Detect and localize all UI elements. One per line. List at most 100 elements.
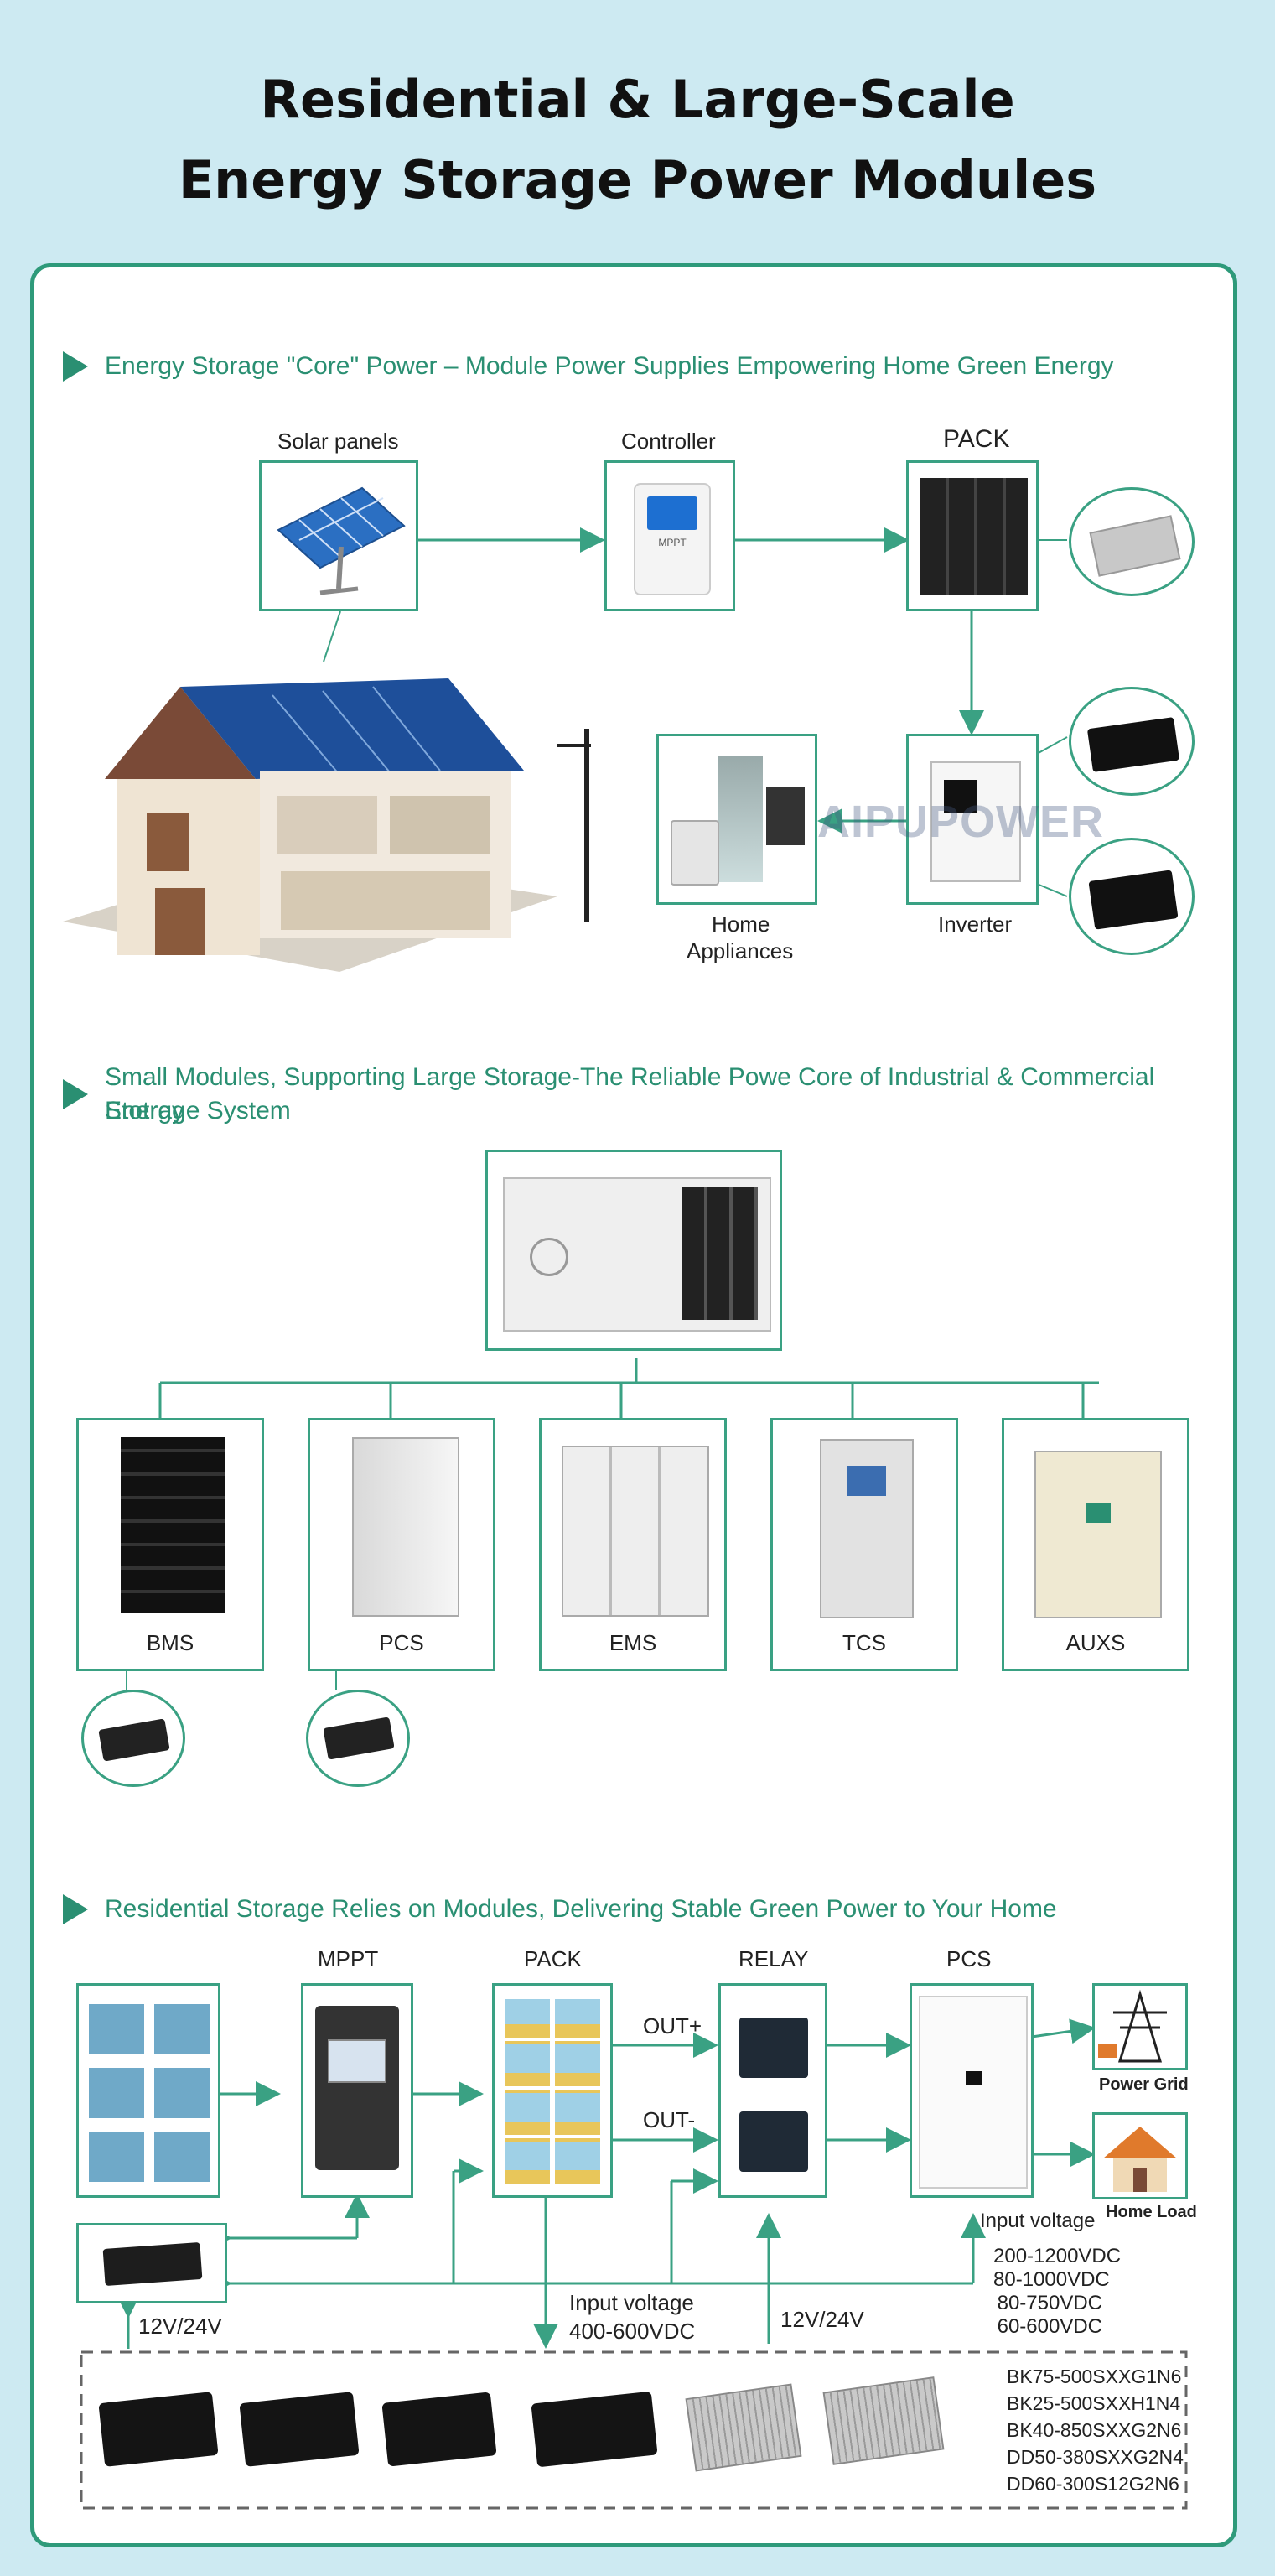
pcs-voltage-1: 200-1200VDC <box>993 2245 1122 2267</box>
pack-input-voltage-label: Input voltage <box>569 2290 694 2315</box>
auxiliary-module-icon <box>102 2242 203 2286</box>
solar-array-icon <box>89 2001 210 2182</box>
container-system-box <box>485 1150 782 1351</box>
mppt-label: MPPT <box>318 1946 379 1971</box>
solar-array-box <box>76 1983 220 2198</box>
controller-label: Controller <box>621 428 716 454</box>
pack-battery-box <box>492 1983 613 2198</box>
unit-label-ems: EMS <box>609 1630 657 1655</box>
unit-box-ems: EMS <box>539 1418 727 1671</box>
power-grid-tower-icon <box>1098 1989 1167 2063</box>
house-illustration <box>63 678 591 972</box>
solar-panel-icon <box>277 486 406 595</box>
model-3: BK40-850SXXG2N6 <box>1007 2419 1182 2441</box>
connector-lines <box>80 527 1188 2510</box>
pcs-inverter-box <box>910 1983 1034 2198</box>
relay-box <box>718 1983 827 2198</box>
section3-heading: Residential Storage Relies on Modules, D… <box>105 1895 1057 1923</box>
pcs-input-voltage-label: Input voltage <box>980 2210 1096 2232</box>
ems-cabinet-icon <box>562 1446 709 1617</box>
unit-label-auxs: AUXS <box>1065 1630 1126 1655</box>
pcs-cabinet-icon <box>352 1437 459 1617</box>
section1-heading: Energy Storage "Core" Power – Module Pow… <box>105 352 1114 380</box>
inverter-label: Inverter <box>938 911 1013 937</box>
power-module-circle-1 <box>1069 487 1195 596</box>
controller-box: MPPT <box>604 460 735 611</box>
page-title-line1: Residential & Large-Scale <box>260 69 1015 130</box>
bms-cabinet-icon <box>121 1437 225 1613</box>
inverter-device-icon <box>930 761 1021 882</box>
solar-panels-label: Solar panels <box>277 428 399 454</box>
model-5: DD60-300S12G2N6 <box>1007 2473 1179 2495</box>
unit-box-bms: BMS <box>76 1418 264 1671</box>
mppt-device-icon <box>315 2006 399 2170</box>
unit-label-tcs: TCS <box>842 1630 886 1655</box>
section2-heading-line1: Small Modules, Supporting Large Storage-… <box>105 1063 1155 1124</box>
washer-icon <box>671 820 719 886</box>
power-grid-label: Power Grid <box>1099 2075 1189 2094</box>
mppt-box <box>301 1983 413 2198</box>
home-appliances-label-2: Appliances <box>687 938 794 963</box>
relay-top-icon <box>739 2018 808 2078</box>
model-2: BK25-500SXXH1N4 <box>1007 2392 1181 2414</box>
content-panel: Energy Storage "Core" Power – Module Pow… <box>30 263 1237 2547</box>
module-product-2 <box>239 2392 360 2467</box>
module-product-1 <box>98 2392 219 2467</box>
relay-label: RELAY <box>739 1946 809 1971</box>
module-product-4 <box>531 2391 658 2468</box>
pack-label: PACK <box>943 425 1010 453</box>
black-module-icon <box>1086 717 1180 772</box>
solar-panels-box <box>259 460 418 611</box>
model-1: BK75-500SXXG1N6 <box>1007 2366 1182 2387</box>
pcs-voltage-4: 60-600VDC <box>997 2315 1102 2338</box>
module-product-3 <box>381 2392 497 2467</box>
home-appliances-box <box>656 734 817 905</box>
bms-module-circle <box>81 1690 185 1787</box>
pack-label-s3: PACK <box>524 1946 582 1971</box>
pcs-module-circle <box>306 1690 410 1787</box>
out-minus-label: OUT- <box>643 2107 696 2132</box>
home-load-box <box>1092 2112 1188 2199</box>
section2-marker-icon <box>63 1079 88 1109</box>
power-module-circle-2 <box>1069 687 1195 796</box>
pack-box <box>906 460 1039 611</box>
unit-box-pcs: PCS <box>308 1418 495 1671</box>
watermark: AIPUPOWER <box>817 797 1105 847</box>
pcs-label-s3: PCS <box>946 1946 992 1971</box>
auxiliary-module-box <box>76 2223 227 2303</box>
power-supply-module-icon <box>1089 515 1181 577</box>
page-title-line2: Energy Storage Power Modules <box>178 149 1097 210</box>
black-module-icon <box>1088 870 1179 930</box>
auxs-cabinet-icon <box>1034 1451 1162 1618</box>
controller-device-icon: MPPT <box>634 483 711 595</box>
inverter-box <box>906 734 1039 905</box>
relay-bottom-icon <box>739 2111 808 2172</box>
model-4: DD50-380SXXG2N4 <box>1007 2446 1184 2468</box>
v12-24-relay-label: 12V/24V <box>780 2307 864 2332</box>
tv-icon <box>766 787 805 845</box>
pcs-voltage-2: 80-1000VDC <box>993 2268 1110 2291</box>
unit-label-pcs: PCS <box>379 1630 424 1655</box>
unit-label-bms: BMS <box>146 1630 194 1655</box>
battery-cells-icon <box>505 1999 600 2184</box>
bms-module-icon <box>98 1718 170 1762</box>
storage-container-icon <box>503 1177 771 1332</box>
power-module-circle-3 <box>1069 838 1195 955</box>
unit-box-auxs: AUXS <box>1002 1418 1189 1671</box>
pcs-voltage-3: 80-750VDC <box>997 2292 1102 2314</box>
fridge-icon <box>718 756 763 882</box>
pcs-module-icon <box>323 1716 395 1760</box>
unit-box-tcs: TCS <box>770 1418 958 1671</box>
module-product-5 <box>685 2383 802 2472</box>
section2-heading-line2: Stotrage System <box>105 1097 291 1124</box>
v12-24-left-label: 12V/24V <box>138 2314 222 2339</box>
home-appliances-label-1: Home <box>712 911 770 937</box>
pack-voltage-value: 400-600VDC <box>569 2319 696 2344</box>
tcs-cabinet-icon <box>820 1439 914 1618</box>
section1-marker-icon <box>63 351 88 382</box>
home-load-house-icon <box>1103 2127 1177 2192</box>
module-product-6 <box>822 2376 945 2465</box>
pcs-inverter-icon <box>919 1996 1028 2189</box>
home-load-label: Home Load <box>1106 2203 1197 2221</box>
controller-badge: MPPT <box>658 537 687 548</box>
